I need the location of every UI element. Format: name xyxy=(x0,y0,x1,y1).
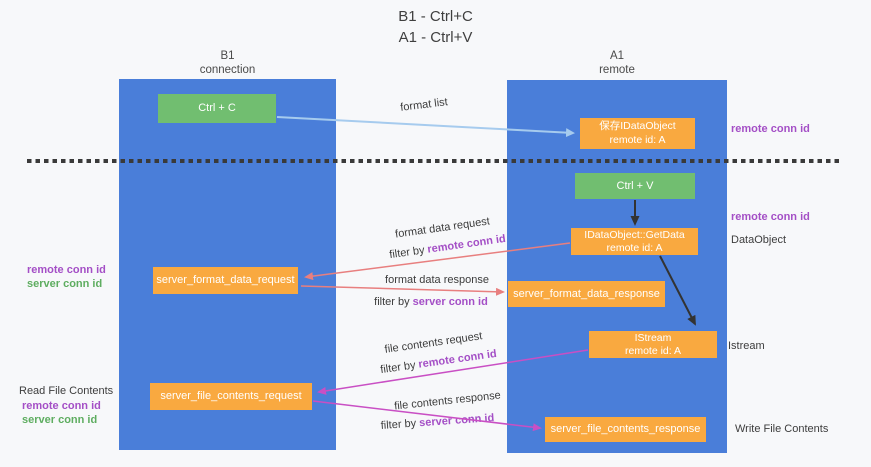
label-remote-conn-id-mid-right: remote conn id xyxy=(731,211,810,223)
title-line-2: A1 - Ctrl+V xyxy=(398,29,473,46)
node-istream-line1: IStream xyxy=(634,332,672,344)
filter-server-conn-id-2: server conn id xyxy=(418,412,495,430)
filter-remote-conn-id-2: remote conn id xyxy=(417,347,498,371)
node-file-response-label: server_file_contents_response xyxy=(550,423,701,435)
lane-b1-name: B1 xyxy=(220,50,235,62)
filter-by-text-1: filter by xyxy=(388,244,426,262)
label-istream: Istream xyxy=(728,340,765,352)
node-istream: IStream remote id: A xyxy=(589,331,717,358)
edge-label-file-contents-response: file contents response xyxy=(393,389,502,413)
label-remote-conn-id-left-1: remote conn id xyxy=(27,264,106,276)
node-format-request-label: server_format_data_request xyxy=(156,274,295,286)
edge-label-format-list: format list xyxy=(399,96,449,114)
filter-by-text-4: filter by xyxy=(380,417,417,432)
label-server-conn-id-left-2: server conn id xyxy=(22,414,98,426)
node-server-format-data-response: server_format_data_response xyxy=(508,281,665,307)
node-ctrl-v: Ctrl + V xyxy=(575,173,695,199)
node-server-file-contents-request: server_file_contents_request xyxy=(150,383,312,410)
label-remote-conn-id-top-right: remote conn id xyxy=(731,123,810,135)
node-getdata-line2: remote id: A xyxy=(606,242,663,254)
node-ctrl-v-label: Ctrl + V xyxy=(616,180,654,192)
label-dataobject: DataObject xyxy=(731,234,787,246)
node-save-idataobject: 保存IDataObject remote id: A xyxy=(580,118,695,149)
label-read-file-contents: Read File Contents xyxy=(19,385,114,397)
lane-a1-name: A1 xyxy=(609,50,625,62)
title-line-1: B1 - Ctrl+C xyxy=(398,8,473,25)
node-save-idataobject-line1: 保存IDataObject xyxy=(599,120,676,132)
lane-a1-role: remote xyxy=(599,64,635,76)
edge-label-format-data-response: format data response xyxy=(385,274,489,286)
filter-by-text-2: filter by xyxy=(374,296,410,308)
filter-server-conn-id-1: server conn id xyxy=(412,296,488,308)
node-server-file-contents-response: server_file_contents_response xyxy=(545,417,706,442)
dashed-separator-line xyxy=(27,159,839,163)
node-format-response-label: server_format_data_response xyxy=(513,288,660,300)
node-ctrl-c: Ctrl + C xyxy=(158,94,276,123)
node-getdata-line1: IDataObject::GetData xyxy=(584,229,685,241)
label-server-conn-id-left-1: server conn id xyxy=(27,278,103,290)
node-ctrl-c-label: Ctrl + C xyxy=(198,102,236,114)
node-save-idataobject-line2: remote id: A xyxy=(609,133,666,146)
filter-by-text-3: filter by xyxy=(379,359,417,377)
node-idataobject-getdata: IDataObject::GetData remote id: A xyxy=(571,228,698,255)
lane-header-b1: B1 connection xyxy=(119,49,336,77)
diagram-title: B1 - Ctrl+C A1 - Ctrl+V xyxy=(0,6,871,48)
node-istream-line2: remote id: A xyxy=(624,345,682,357)
filter-remote-conn-id-1: remote conn id xyxy=(426,232,507,256)
lane-header-a1: A1 remote xyxy=(507,49,727,77)
node-server-format-data-request: server_format_data_request xyxy=(153,267,298,294)
label-write-file-contents: Write File Contents xyxy=(735,423,829,435)
label-remote-conn-id-left-2: remote conn id xyxy=(22,400,101,412)
node-file-request-label: server_file_contents_request xyxy=(160,390,302,402)
lane-b1-role: connection xyxy=(199,64,256,76)
